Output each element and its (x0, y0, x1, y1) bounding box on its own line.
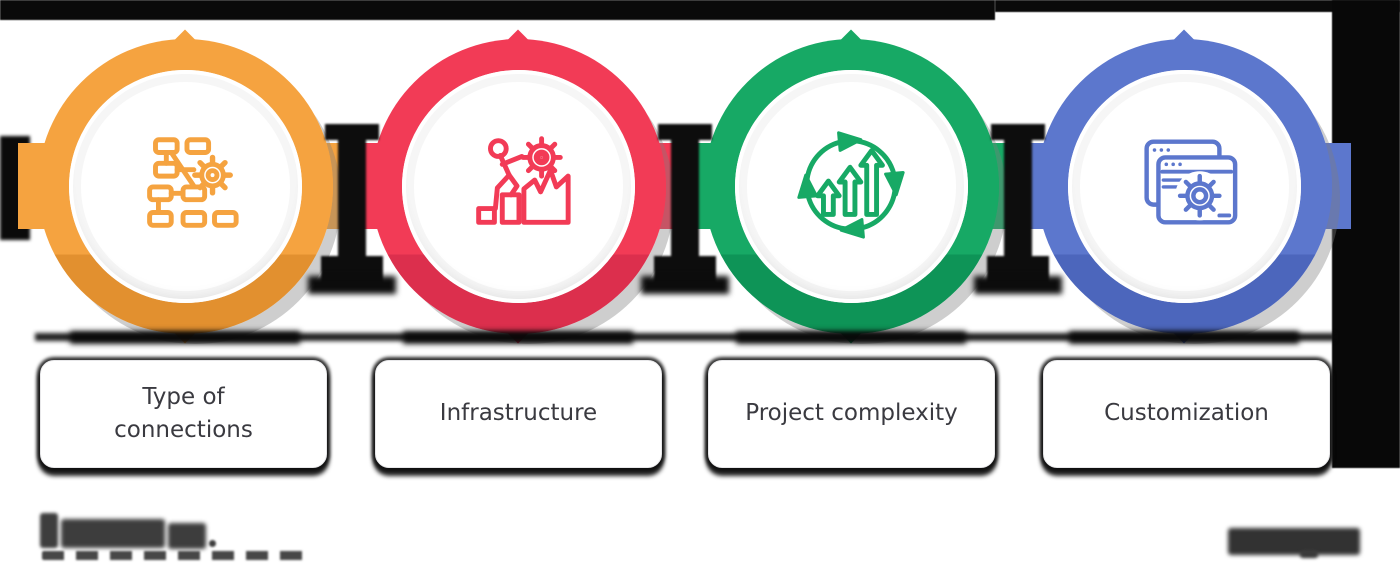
footer-left-logo-blur (209, 540, 216, 547)
step-label: Type of connections (114, 383, 253, 443)
right-corner-shadow-block (1332, 0, 1400, 468)
step-circle-infrastructure (351, 29, 685, 343)
top-shadow-bar-thin (995, 0, 1400, 12)
footer-left-logo-blur (61, 519, 165, 548)
circle-shadow-smudge (736, 331, 966, 344)
step-inner-disc (68, 69, 302, 303)
step-circle-customization (1017, 29, 1351, 343)
label-card-customization: Customization (1043, 360, 1330, 468)
connector-shadow-2 (653, 124, 716, 286)
circle-shadow-smudge (70, 331, 300, 344)
connector-shadow-base-2 (640, 276, 729, 294)
step-circle-project-complexity (684, 29, 1018, 343)
top-shadow-bar (0, 0, 995, 20)
row-shadow-smudge (35, 333, 1335, 341)
step-label: Infrastructure (439, 400, 598, 427)
label-card-infrastructure: Infrastructure (375, 360, 662, 468)
step-inner-disc (1067, 69, 1301, 303)
connector-shadow-base-3 (973, 276, 1062, 294)
browser-settings-gear-icon (1144, 139, 1238, 225)
step-ring (37, 29, 333, 343)
circle-shadow-smudge (403, 331, 633, 344)
footer-right-logo-blur (1300, 550, 1318, 558)
cycle-growth-arrows-icon (797, 131, 905, 239)
step-label: Customization (1104, 400, 1269, 427)
circle-shadow-smudge (1069, 331, 1299, 344)
footer-right-logo-blur (1228, 528, 1360, 555)
step-ring (703, 29, 999, 343)
connector-shadow-base-1 (307, 276, 396, 294)
label-card-type-of-connections: Type of connections (40, 360, 327, 468)
network-gear-icon (147, 137, 239, 228)
step-circle-type-of-connections (18, 29, 352, 343)
footer-left-logo-blur (40, 513, 58, 548)
label-card-project-complexity: Project complexity (708, 360, 995, 468)
step-ring (370, 29, 666, 343)
connector-shadow-3 (986, 124, 1049, 286)
step-ring (1036, 29, 1332, 343)
footer-left-logo-blur (168, 523, 206, 549)
step-inner-disc (401, 69, 635, 303)
footer-left-tagline-blur (42, 551, 310, 560)
connector-shadow-1 (320, 124, 383, 286)
person-stairs-gear-icon (476, 136, 571, 225)
step-label: Project complexity (745, 400, 958, 427)
step-inner-disc (734, 69, 968, 303)
